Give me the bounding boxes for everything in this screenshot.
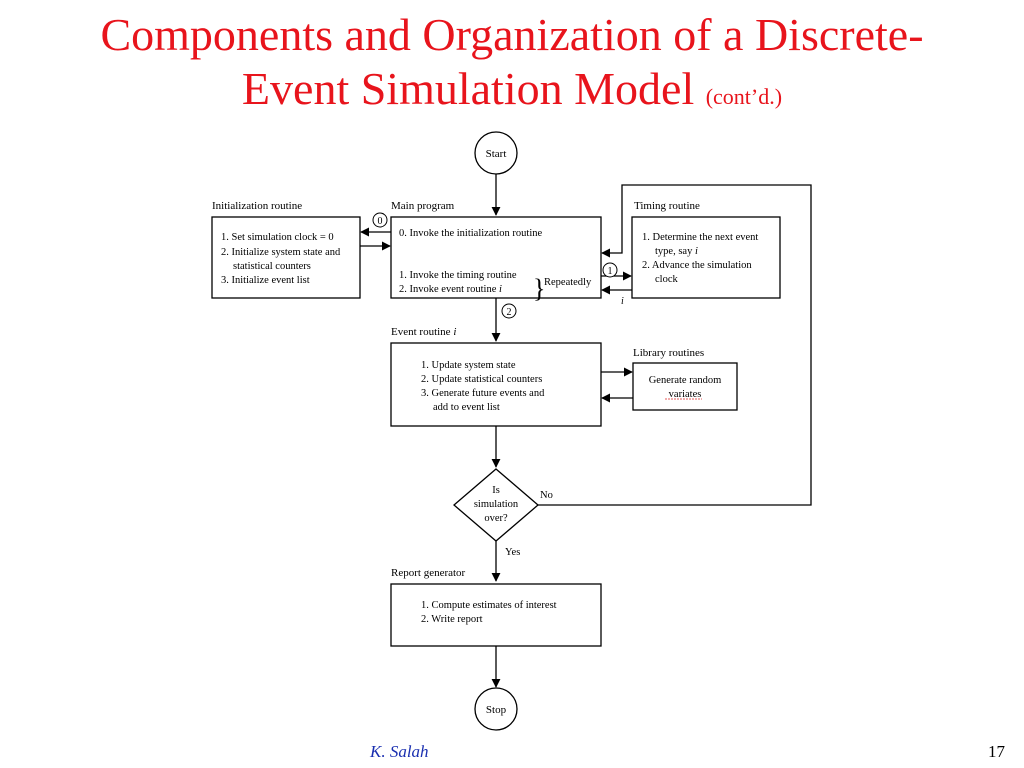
decision-node: Is simulation over? xyxy=(453,468,539,542)
decision-no-label: No xyxy=(540,490,553,501)
event-box xyxy=(390,342,602,427)
init-line-2: 2. Initialize system state and xyxy=(221,247,341,258)
decision-line-2: simulation xyxy=(474,499,519,510)
init-line-4: 3. Initialize event list xyxy=(221,275,310,286)
decision-line-1: Is xyxy=(492,485,500,496)
step-marker-0-label: 0 xyxy=(378,216,383,227)
repeatedly-brace: } xyxy=(533,274,545,303)
event-line-2: 2. Update statistical counters xyxy=(421,374,542,385)
main-program: Main program 0. Invoke the initializatio… xyxy=(390,200,602,303)
step-marker-0: 0 xyxy=(372,212,388,228)
event-label-var: i xyxy=(453,326,456,338)
page-number: 17 xyxy=(988,742,1005,761)
slide-title: Components and Organization of a Discret… xyxy=(0,8,1024,124)
event-line-4: add to event list xyxy=(433,402,500,413)
event-label: Event routine i xyxy=(391,326,456,338)
timing-line-2-text: type, say xyxy=(655,246,693,257)
init-box xyxy=(211,216,361,299)
title-line-2-text: Event Simulation Model xyxy=(241,63,695,114)
library-box xyxy=(632,362,738,411)
step-marker-2: 2 xyxy=(501,303,517,319)
main-line-0: 0. Invoke the initialization routine xyxy=(399,228,543,239)
event-line-3: 3. Generate future events and xyxy=(421,388,545,399)
init-line-1: 1. Set simulation clock = 0 xyxy=(221,232,334,243)
init-line-3: statistical counters xyxy=(233,261,311,272)
library-line-1: Generate random xyxy=(649,375,722,386)
repeatedly-label: Repeatedly xyxy=(544,277,592,288)
timing-routine: Timing routine 1. Determine the next eve… xyxy=(631,200,781,299)
timing-line-2: type, say i xyxy=(655,246,698,257)
timing-line-3: 2. Advance the simulation xyxy=(642,260,752,271)
timing-label: Timing routine xyxy=(634,200,700,212)
library-routines: Library routines Generate random variate… xyxy=(632,347,738,411)
title-line-1: Components and Organization of a Discret… xyxy=(100,9,924,60)
timing-line-1: 1. Determine the next event xyxy=(642,232,758,243)
footer-author: K. Salah xyxy=(370,742,429,761)
title-line-2: Event Simulation Model (cont’d.) xyxy=(0,62,1024,124)
stop-label: Stop xyxy=(486,704,507,716)
event-label-text: Event routine xyxy=(391,326,451,338)
timing-return-var: i xyxy=(621,296,624,307)
start-node: Start xyxy=(474,131,518,175)
report-generator: Report generator 1. Compute estimates of… xyxy=(390,567,602,647)
decision-line-3: over? xyxy=(484,513,508,524)
main-box xyxy=(390,216,602,299)
stop-node: Stop xyxy=(474,687,518,731)
event-routine: Event routine i 1. Update system state 2… xyxy=(390,326,602,427)
decision-yes-label: Yes xyxy=(505,547,520,558)
event-line-1: 1. Update system state xyxy=(421,360,516,371)
step-marker-1-label: 1 xyxy=(608,266,613,277)
timing-line-4: clock xyxy=(655,274,678,285)
main-line-2-var: i xyxy=(499,284,502,295)
init-label: Initialization routine xyxy=(212,200,302,212)
report-line-2: 2. Write report xyxy=(421,614,483,625)
main-label: Main program xyxy=(391,200,455,212)
step-marker-1: 1 xyxy=(602,262,618,278)
start-label: Start xyxy=(486,148,507,160)
timing-box xyxy=(631,216,781,299)
report-label: Report generator xyxy=(391,567,466,579)
library-label: Library routines xyxy=(633,347,704,359)
report-line-1: 1. Compute estimates of interest xyxy=(421,600,557,611)
title-suffix: (cont’d.) xyxy=(705,84,783,109)
main-line-2: 2. Invoke event routine i xyxy=(399,284,502,295)
main-line-2-text: 2. Invoke event routine xyxy=(399,284,497,295)
arrow-no-loop-to-main xyxy=(538,184,812,506)
report-box xyxy=(390,583,602,647)
main-line-1: 1. Invoke the timing routine xyxy=(399,270,517,281)
library-line-2: variates xyxy=(669,389,702,400)
initialization-routine: Initialization routine 1. Set simulation… xyxy=(211,200,361,299)
step-marker-2-label: 2 xyxy=(507,307,512,318)
timing-line-2-var: i xyxy=(695,246,698,257)
